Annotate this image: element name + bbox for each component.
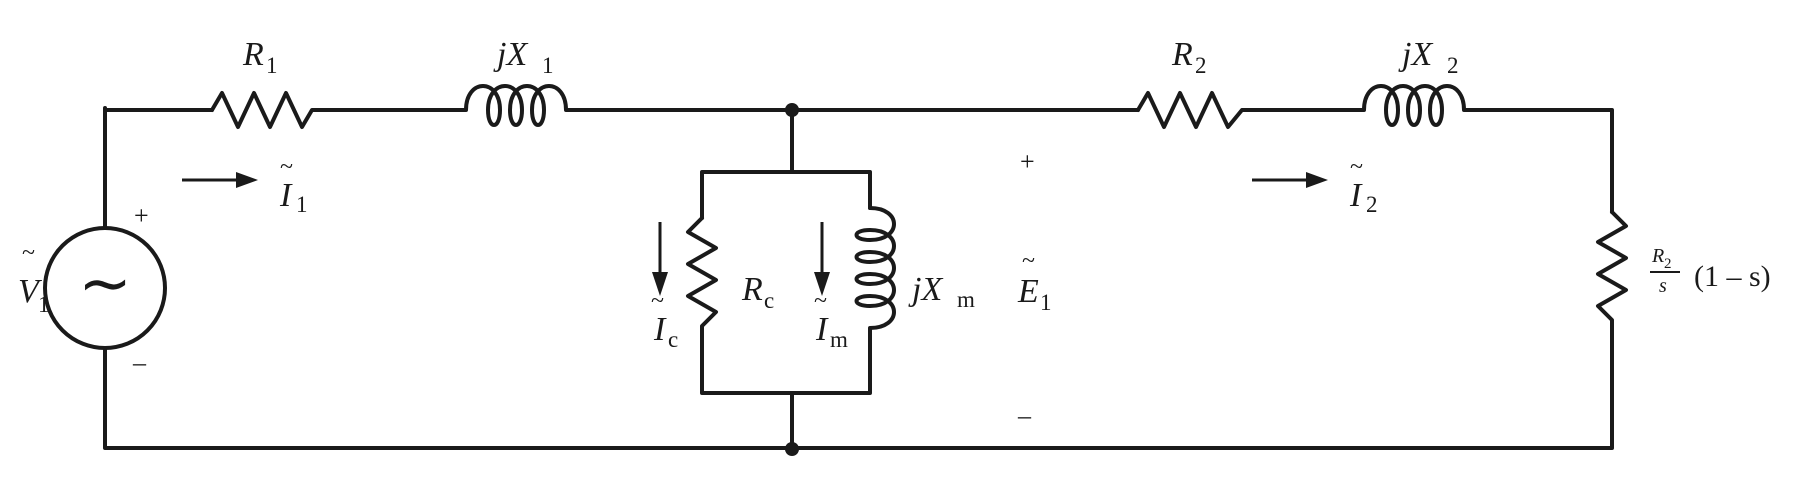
resistor-r2	[1136, 91, 1254, 129]
label-e1: ~ E 1	[1017, 248, 1052, 315]
label-load: R 2 s (1 – s)	[1650, 245, 1771, 297]
svg-text:~: ~	[22, 240, 35, 266]
e1-plus: +	[1020, 147, 1035, 176]
label-x1: jX 1	[493, 36, 554, 78]
resistor-load	[1596, 210, 1628, 332]
source-wave-icon: ∼	[78, 247, 132, 321]
source-plus: +	[134, 201, 149, 230]
svg-text:2: 2	[1366, 192, 1378, 217]
svg-text:2: 2	[1195, 53, 1207, 78]
svg-text:jX: jX	[908, 271, 943, 308]
svg-text:2: 2	[1447, 53, 1459, 78]
svg-text:I: I	[279, 177, 293, 214]
e1-minus: –	[1017, 401, 1032, 430]
label-x2: jX 2	[1398, 36, 1459, 78]
svg-text:~: ~	[814, 288, 827, 314]
svg-text:m: m	[957, 287, 975, 312]
label-i1: ~ I 1	[279, 154, 308, 217]
svg-text:R: R	[1651, 245, 1664, 267]
svg-text:~: ~	[280, 154, 293, 180]
svg-text:1: 1	[38, 292, 50, 317]
label-i2: ~ I 2	[1349, 154, 1378, 217]
svg-text:1: 1	[1040, 290, 1052, 315]
svg-text:R: R	[242, 36, 264, 73]
top-wire	[103, 106, 1614, 450]
svg-text:(1 – s): (1 – s)	[1694, 260, 1771, 293]
label-r1: R 1	[242, 36, 278, 78]
svg-text:1: 1	[542, 53, 554, 78]
inductor-x1	[456, 84, 604, 127]
svg-text:I: I	[815, 311, 829, 348]
svg-text:I: I	[1349, 177, 1363, 214]
svg-text:I: I	[653, 311, 667, 348]
svg-text:jX: jX	[1398, 36, 1433, 73]
svg-text:s: s	[1659, 275, 1667, 297]
svg-text:1: 1	[296, 192, 308, 217]
inductor-xm	[854, 206, 896, 337]
source-minus: –	[132, 348, 147, 377]
svg-text:1: 1	[266, 53, 278, 78]
svg-text:~: ~	[1022, 248, 1035, 274]
label-xm: jX m	[908, 271, 975, 312]
svg-text:c: c	[668, 327, 678, 352]
inductor-x2	[1354, 84, 1502, 127]
label-v1: ~ V 1	[18, 240, 50, 317]
ac-source	[43, 226, 167, 350]
resistor-r1	[210, 91, 320, 129]
label-r2: R 2	[1171, 36, 1207, 78]
svg-text:c: c	[764, 288, 774, 313]
label-ic: ~ I c	[651, 288, 678, 352]
label-rc: R c	[741, 271, 774, 313]
label-im: ~ I m	[814, 288, 848, 352]
svg-text:2: 2	[1664, 256, 1672, 272]
resistor-rc	[686, 216, 718, 337]
svg-text:R: R	[1171, 36, 1193, 73]
svg-text:R: R	[741, 271, 763, 308]
shunt-wires	[700, 108, 872, 450]
svg-text:E: E	[1017, 273, 1039, 310]
svg-text:m: m	[830, 327, 848, 352]
svg-text:~: ~	[1350, 154, 1363, 180]
svg-text:~: ~	[651, 288, 664, 314]
svg-text:jX: jX	[493, 36, 528, 73]
